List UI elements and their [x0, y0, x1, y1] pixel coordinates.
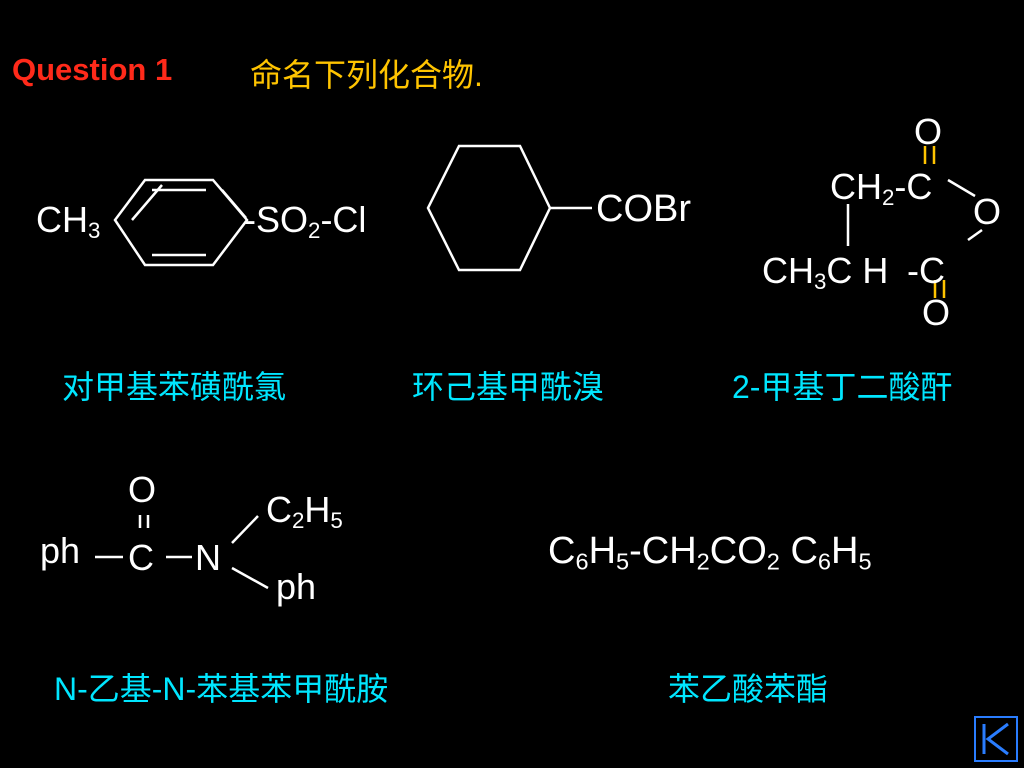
compound-2-name: 环己基甲酰溴 — [412, 369, 605, 405]
compound-2-group: COBr — [596, 188, 691, 230]
compound-3-o-bottom: O — [922, 292, 951, 333]
amide-bonds — [95, 515, 269, 590]
first-slide-button[interactable] — [974, 716, 1018, 762]
compound-4-o: O — [128, 469, 157, 510]
compound-4-ph-right: ph — [276, 566, 317, 607]
compound-1-name: 对甲基苯磺酰氯 — [62, 369, 287, 405]
compound-3-c-bottom: -C — [907, 250, 945, 291]
compound-4-n: N — [195, 537, 221, 578]
compound-4-ph-left: ph — [40, 530, 81, 571]
compound-1-left: CH3 — [36, 199, 101, 244]
compound-3-ch2: CH2-C — [830, 166, 933, 211]
compound-3-o-top: O — [914, 111, 943, 152]
cyclohexane-ring — [426, 144, 592, 272]
compound-5-name: 苯乙酸苯酯 — [668, 671, 829, 707]
compound-3-name: 2-甲基丁二酸酐 — [732, 369, 953, 405]
question-label: Question 1 — [12, 52, 173, 87]
benzene-ring-1 — [113, 178, 249, 267]
anhydride-bonds — [846, 178, 983, 246]
compound-1-right: -SO2-Cl — [244, 199, 367, 244]
question-text: 命名下列化合物. — [250, 57, 483, 93]
carbonyl-double-bonds — [923, 146, 946, 298]
compound-4-ethyl: C2H5 — [266, 489, 343, 534]
compound-4-name: N-乙基-N-苯基苯甲酰胺 — [54, 671, 389, 707]
compound-4-c: C — [128, 537, 154, 578]
first-slide-icon — [982, 722, 1009, 756]
compound-3-o-ring: O — [973, 191, 1002, 232]
compound-5-formula: C6H5-CH2CO2 C6H5 — [548, 530, 872, 575]
compound-3-ch3: CH3C H — [762, 250, 889, 295]
